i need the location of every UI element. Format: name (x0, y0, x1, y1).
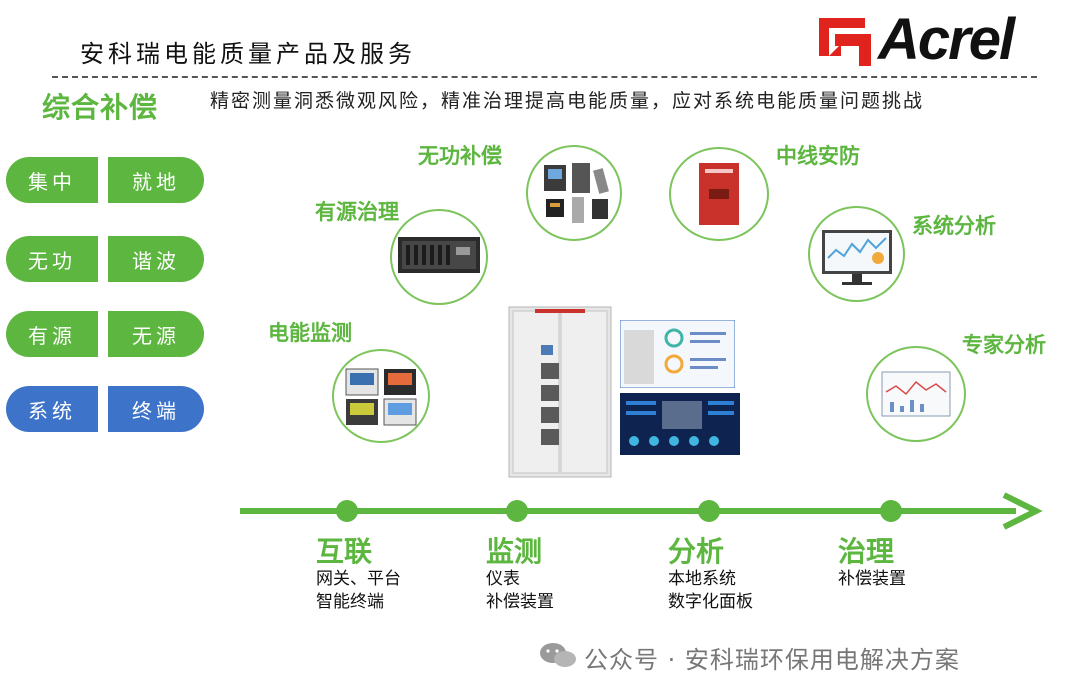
timeline-sub-interconnect: 网关、平台 智能终端 (316, 568, 401, 614)
timeline-sub-line: 补偿装置 (838, 569, 906, 589)
pill-active: 有源 (6, 311, 98, 357)
pill-centralized: 集中 (6, 157, 98, 203)
expert-analysis-image (866, 346, 966, 442)
timeline-node-1 (336, 500, 358, 522)
system-monitor-image (808, 206, 905, 302)
timeline-sub-governance: 补偿装置 (838, 568, 906, 591)
watermark-text: 公众号 · 安科瑞环保用电解决方案 (584, 646, 960, 674)
timeline-node-2 (506, 500, 528, 522)
timeline-head-interconnect: 互联 (316, 535, 373, 568)
section-subtitle: 精密测量洞悉微观风险，精准治理提高电能质量，应对系统电能质量问题挑战 (210, 90, 925, 112)
label-neutral-protection: 中线安防 (776, 144, 860, 168)
timeline-sub-line: 数字化面板 (668, 592, 753, 612)
dashboard-image-2 (620, 393, 740, 455)
section-title: 综合补偿 (42, 91, 159, 124)
timeline-arrow (240, 492, 1043, 530)
acrel-logo-text: Acrel (878, 7, 1015, 72)
pill-local: 就地 (108, 157, 204, 203)
neutral-protector-image (669, 147, 769, 241)
compensation-cabinet-image (508, 306, 612, 478)
label-power-monitoring: 电能监测 (268, 321, 352, 345)
wechat-icon (540, 643, 576, 667)
label-active-governance: 有源治理 (315, 200, 399, 224)
pill-passive: 无源 (108, 311, 204, 357)
dashboard-image-1 (620, 320, 735, 388)
page-title: 安科瑞电能质量产品及服务 (80, 40, 416, 68)
timeline-sub-line: 本地系统 (668, 569, 736, 589)
pill-harmonic: 谐波 (108, 236, 204, 282)
label-expert-analysis: 专家分析 (962, 333, 1046, 357)
timeline-sub-monitor: 仪表 补偿装置 (486, 568, 554, 614)
timeline-head-monitor: 监测 (486, 535, 543, 568)
header-divider (52, 76, 1037, 78)
timeline-sub-line: 仪表 (486, 569, 520, 589)
timeline-head-analysis: 分析 (668, 535, 725, 568)
reactive-devices-image (526, 145, 622, 241)
timeline-node-4 (880, 500, 902, 522)
label-system-analysis: 系统分析 (912, 214, 996, 238)
timeline-sub-line: 网关、平台 (316, 569, 401, 589)
acrel-logo-mark-icon (819, 18, 871, 66)
timeline-node-3 (698, 500, 720, 522)
timeline-sub-line: 智能终端 (316, 592, 384, 612)
timeline-sub-line: 补偿装置 (486, 592, 554, 612)
power-meters-image (332, 349, 430, 443)
active-filter-image (390, 209, 488, 305)
timeline-head-governance: 治理 (838, 535, 895, 568)
pill-terminal: 终端 (108, 386, 204, 432)
label-reactive-compensation: 无功补偿 (418, 144, 502, 168)
pill-system: 系统 (6, 386, 98, 432)
pill-reactive: 无功 (6, 236, 98, 282)
timeline-sub-analysis: 本地系统 数字化面板 (668, 568, 753, 614)
